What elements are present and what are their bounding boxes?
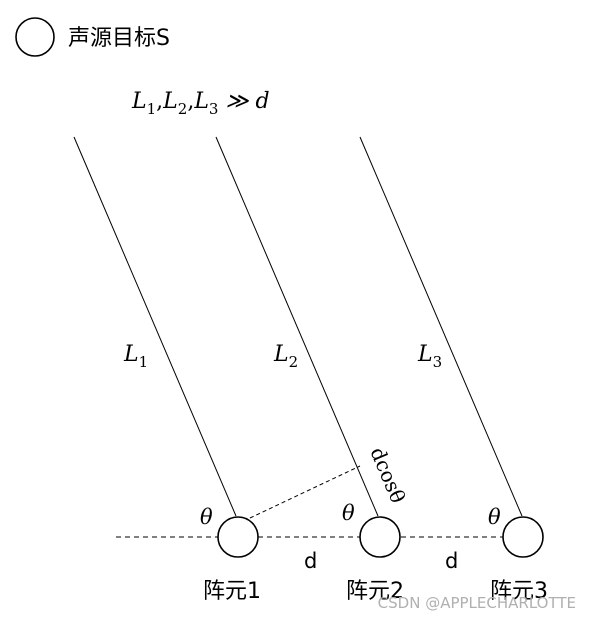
- spacing-label-2: d: [445, 549, 458, 573]
- wavefront-projection: [249, 465, 361, 519]
- ray-2: [215, 136, 379, 517]
- array-element-2: [359, 516, 401, 558]
- spacing-label-1: d: [304, 549, 317, 573]
- array-element-1: [217, 516, 259, 558]
- far-field-condition: L1,L2,L3 ≫ d: [131, 89, 270, 118]
- watermark: CSDN @APPLECHARLOTTE: [378, 594, 576, 612]
- angle-label-1: θ: [200, 505, 213, 529]
- ray-1: [73, 136, 237, 517]
- array-element-3-label: 阵元3: [490, 579, 548, 604]
- angle-label-2: θ: [342, 501, 355, 525]
- array-element-1-label: 阵元1: [203, 579, 261, 604]
- ray-3-label: L3: [417, 342, 442, 371]
- ray-2-label: L2: [273, 342, 298, 371]
- ray-1-label: L1: [123, 342, 148, 371]
- array-element-2-label: 阵元2: [346, 579, 404, 604]
- array-element-3: [502, 516, 544, 558]
- source-target-icon: [15, 17, 55, 57]
- path-difference-label: dcosθ: [365, 444, 410, 507]
- source-target-label: 声源目标S: [68, 26, 170, 51]
- ray-3: [359, 136, 523, 517]
- angle-label-3: θ: [488, 505, 501, 529]
